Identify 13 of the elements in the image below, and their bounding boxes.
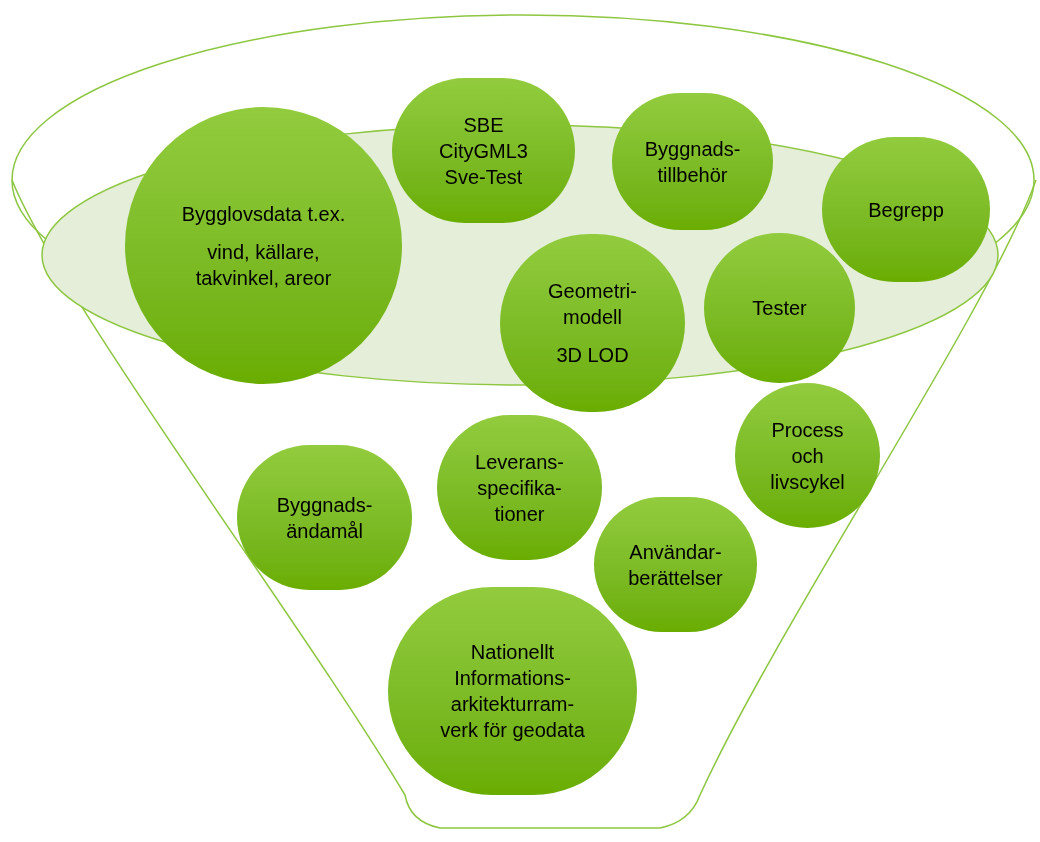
node-label: Process och livscykel bbox=[769, 417, 846, 495]
node-label: vind, källare, takvinkel, areor bbox=[194, 239, 333, 291]
node-label: 3D LOD bbox=[555, 343, 630, 368]
node-label: Byggnads- tillbehör bbox=[643, 136, 742, 188]
node-label: Tester bbox=[751, 296, 808, 321]
node-label: Begrepp bbox=[867, 197, 945, 223]
node-label: Nationellt Informations- arkitekturram- verk för geodata bbox=[439, 640, 586, 743]
node-label: Geometri- modell bbox=[547, 279, 638, 330]
node-label: SBE CityGML3 Sve-Test bbox=[438, 112, 529, 190]
node-label: Leverans- specifika- tioner bbox=[474, 449, 565, 527]
node-label: Bygglovsdata t.ex. bbox=[180, 201, 347, 227]
node-label: Användar- berättelser bbox=[627, 539, 724, 591]
node-label: Byggnads- ändamål bbox=[275, 492, 374, 544]
